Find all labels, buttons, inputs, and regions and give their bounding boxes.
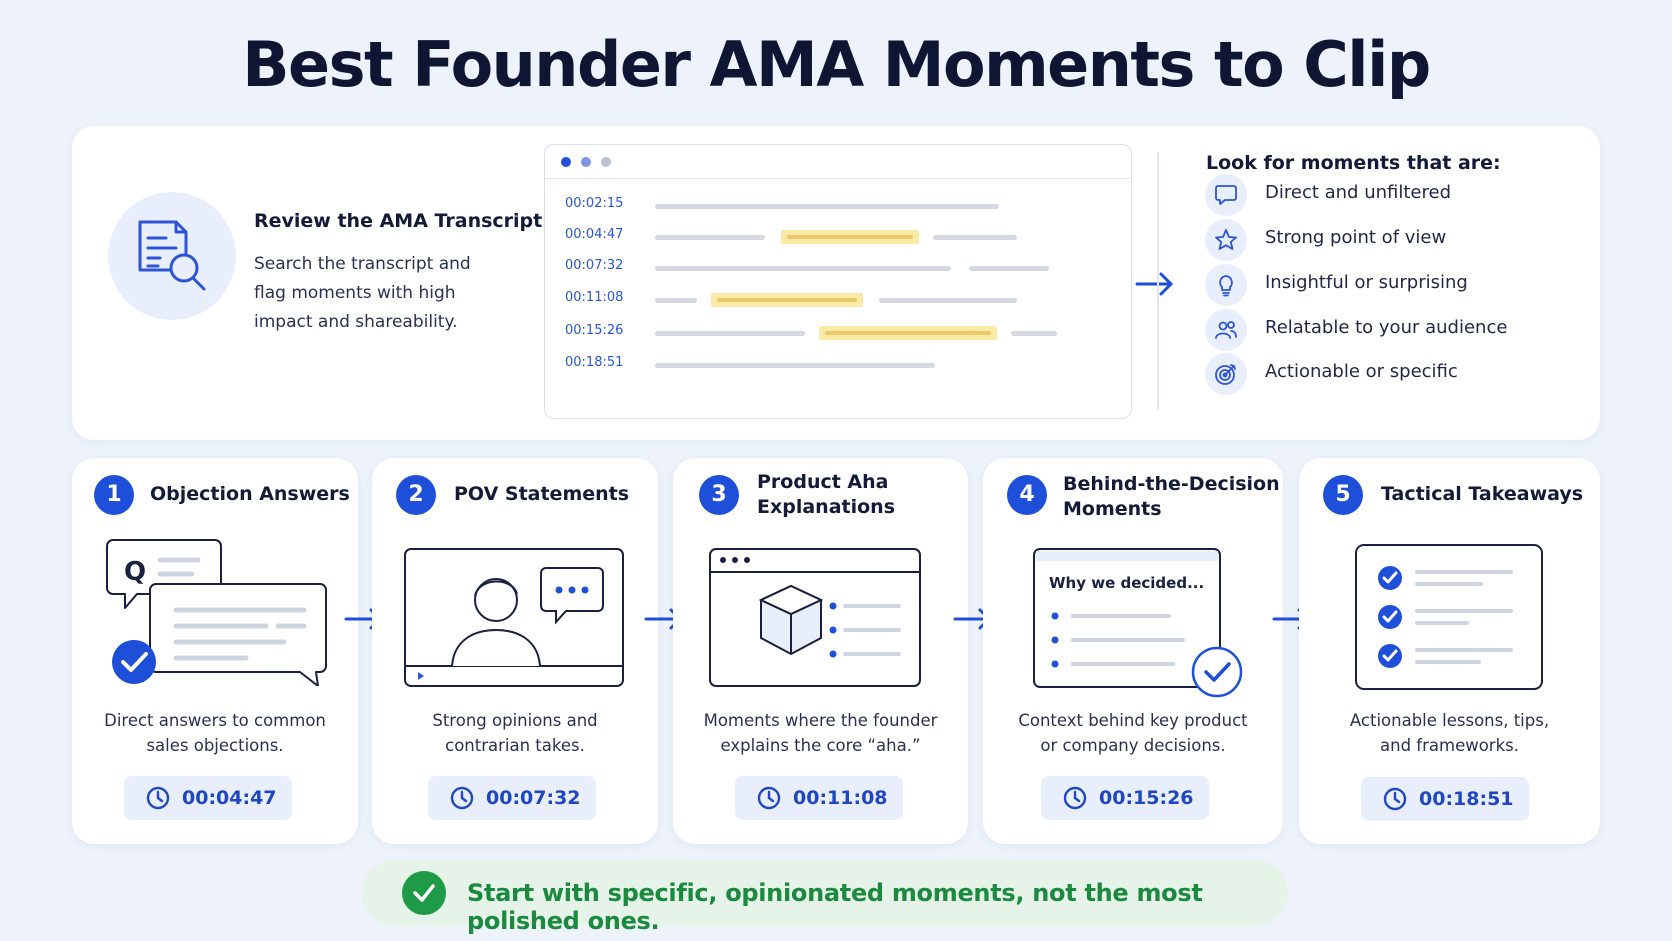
transcript-timestamp[interactable]: 00:18:51 [565,355,624,370]
timestamp-badge[interactable]: 00:18:51 [1361,777,1529,821]
step-description: Strong opinions and contrarian takes. [432,711,598,755]
step-description: Direct answers to common sales objection… [104,711,326,755]
step-description: Moments where the founder explains the c… [703,711,938,755]
step-card-behind-the-decision: 4 Behind-the-Decision Moments Why we dec… [983,458,1283,844]
criteria-item-label: Insightful or surprising [1265,272,1468,293]
tip-banner: Start with specific, opinionated moments… [362,860,1288,935]
criteria-item-label: Strong point of view [1265,227,1447,248]
doc-heading: Why we decided... [1049,574,1204,592]
timestamp-badge[interactable]: 00:11:08 [735,776,903,820]
review-title: Review the AMA Transcript [254,210,543,232]
step-number-badge: 4 [1007,475,1047,515]
check-circle-icon [402,871,446,915]
clock-icon [1063,786,1087,810]
step-card-pov-statements: 2 POV Statements Strong opinions and con… [372,458,658,844]
review-icon-circle [108,192,236,320]
window-dot-icon [561,157,571,167]
step-title: Product Aha Explanations [757,471,896,518]
step-title: POV Statements [454,483,630,505]
clock-icon [146,786,170,810]
clock-icon [450,786,474,810]
transcript-line [933,235,1017,240]
step-title: Behind-the-Decision Moments [1063,473,1280,520]
document-search-icon [138,220,206,291]
step-card-objection-answers: 1 Objection Answers Q Direct answers to … [72,458,358,844]
timestamp-badge[interactable]: 00:15:26 [1041,776,1209,820]
criteria-item-label: Relatable to your audience [1265,317,1508,338]
criteria-title: Look for moments that are: [1206,152,1501,174]
transcript-line [879,298,1017,303]
transcript-timestamp[interactable]: 00:07:32 [565,258,624,273]
product-cube-icon [709,548,921,687]
transcript-window: 00:02:15 00:04:47 00:07:32 00:11:08 00:15:26… [544,144,1132,419]
step-number-badge: 5 [1323,475,1363,515]
transcript-line [655,331,805,336]
people-icon [1205,309,1247,351]
transcript-highlight [711,293,863,307]
checklist-icon [1355,544,1543,690]
clock-icon [1383,787,1407,811]
step-title: Tactical Takeaways [1381,483,1584,505]
speech-bubble-icon [1205,174,1247,216]
transcript-line [655,235,765,240]
arrow-right-icon [1135,272,1173,296]
window-dot-icon [601,157,611,167]
timestamp-badge[interactable]: 00:04:47 [124,776,292,820]
page-title: Best Founder AMA Moments to Clip [242,28,1431,101]
star-icon [1205,219,1247,261]
window-dot-icon [581,157,591,167]
transcript-highlight [819,326,997,340]
transcript-line [655,204,999,209]
step-number-badge: 3 [699,475,739,515]
qa-chat-icon: Q [106,539,327,686]
step-description: Actionable lessons, tips, and frameworks… [1349,711,1550,755]
step-card-product-aha: 3 Product Aha Explanations Moments where… [673,458,968,844]
q-letter: Q [124,557,146,587]
step-description: Context behind key product or company de… [1018,711,1248,755]
target-icon [1205,353,1247,395]
video-speaker-icon [404,548,624,687]
transcript-timestamp[interactable]: 00:15:26 [565,323,624,338]
transcript-highlight [781,230,919,244]
transcript-line [1011,331,1057,336]
step-card-tactical-takeaways: 5 Tactical Takeaways Actionable lessons,… [1299,458,1600,844]
review-description: Search the transcript and flag moments w… [254,254,471,332]
clock-icon [757,786,781,810]
step-title: Objection Answers [150,483,350,505]
decision-doc-icon: Why we decided... [1033,548,1243,698]
transcript-timestamp[interactable]: 00:04:47 [565,227,624,242]
review-card: Review the AMA Transcript Search the tra… [72,126,1600,440]
step-number-badge: 1 [94,475,134,515]
banner-text: Start with specific, opinionated moments… [467,879,1203,935]
transcript-timestamp[interactable]: 00:11:08 [565,290,624,305]
timestamp-badge[interactable]: 00:07:32 [428,776,596,820]
criteria-item-label: Direct and unfiltered [1265,182,1451,203]
window-titlebar [545,145,1131,179]
step-number-badge: 2 [396,475,436,515]
transcript-line [655,298,697,303]
transcript-line [655,266,951,271]
criteria-item-label: Actionable or specific [1265,361,1458,382]
transcript-line [655,363,935,368]
lightbulb-icon [1205,264,1247,306]
divider [1157,152,1159,410]
transcript-timestamp[interactable]: 00:02:15 [565,196,624,211]
transcript-line [969,266,1049,271]
